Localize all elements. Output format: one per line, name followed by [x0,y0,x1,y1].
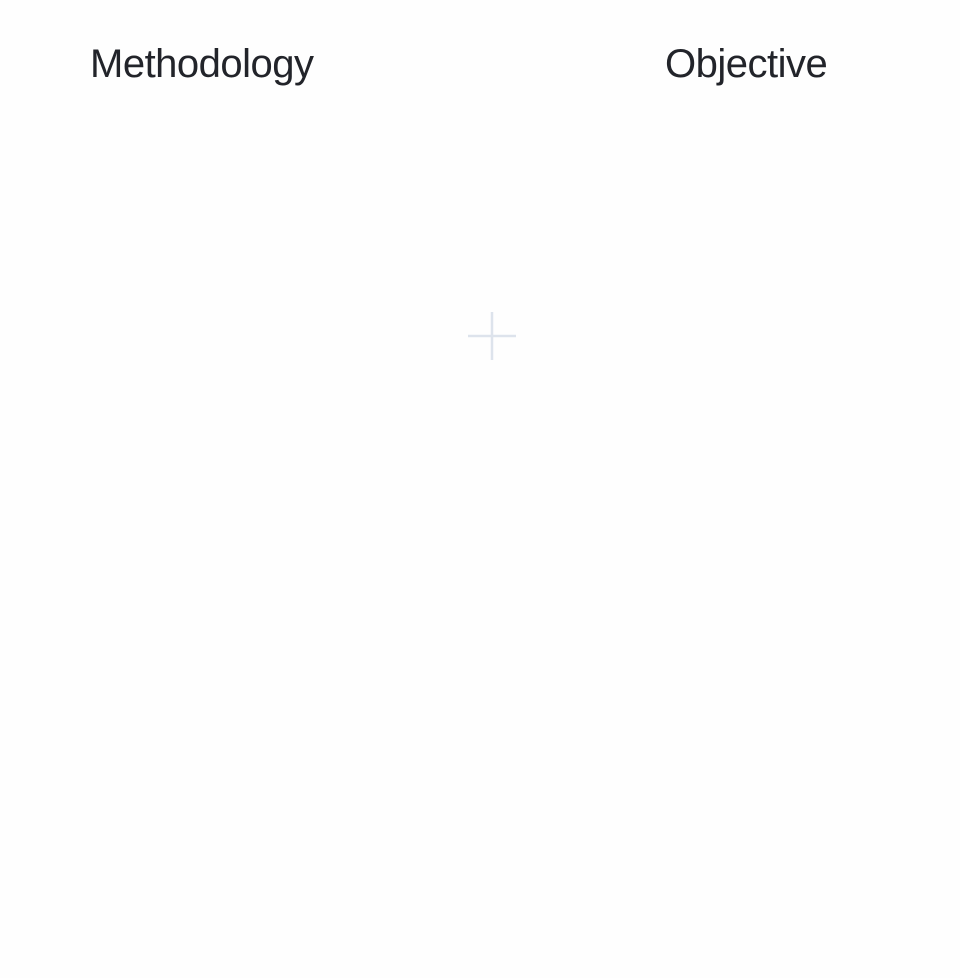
plus-icon [468,312,516,360]
column-title-objective: Objective [665,42,828,86]
add-item-button[interactable] [462,306,522,366]
column-title-methodology: Methodology [90,42,314,86]
